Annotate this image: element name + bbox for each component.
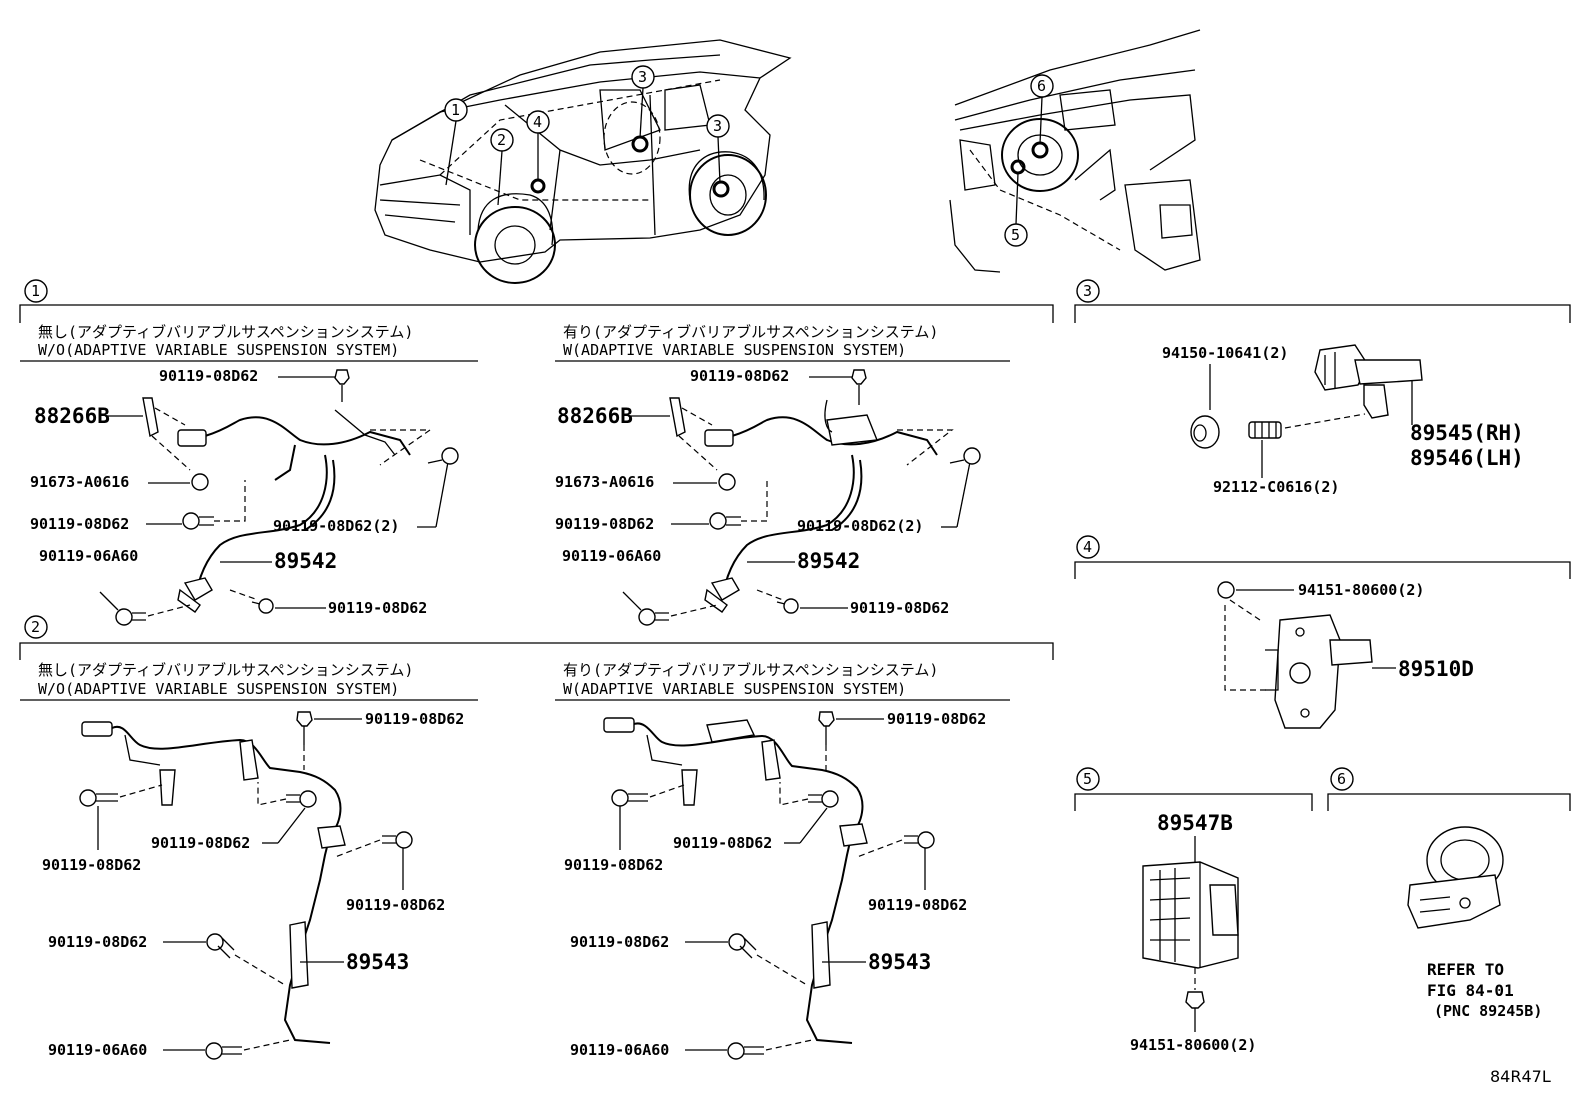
svg-text:5: 5 — [1083, 770, 1092, 788]
s2-right-bolt-right-label: 90119-08D62 — [868, 896, 967, 914]
s2-with-jp: 有り(アダプティブバリアブルサスペンションシステム) — [563, 661, 938, 679]
svg-text:4: 4 — [533, 113, 542, 131]
s1-left-assembly: 90119-08D62 88266B 91673-A0616 90119-08D… — [30, 367, 459, 626]
s1-left-bolt-bottom-label: 90119-08D62 — [328, 599, 427, 617]
section-3-marker — [1076, 279, 1100, 303]
dash-callout-5: 5 — [1004, 159, 1028, 247]
s1-right-bolt-right-label: 90119-08D62(2) — [797, 517, 923, 535]
s2-left-bolt-top-label: 90119-08D62 — [365, 710, 464, 728]
s5-bolt — [1185, 991, 1205, 1009]
s2-left-bolt-bottom-label: 90119-06A60 — [48, 1041, 147, 1059]
s2-without-jp: 無し(アダプティブバリアブルサスペンションシステム) — [38, 661, 413, 679]
s2-right-bolt-left-label: 90119-08D62 — [564, 856, 663, 874]
s3-bolt — [1190, 415, 1220, 449]
s1-with-jp: 有り(アダプティブバリアブルサスペンションシステム) — [563, 323, 938, 341]
s1-left-bolt-right-label: 90119-08D62(2) — [273, 517, 399, 535]
s2-right-assembly: 90119-08D62 90119-08D62 90119-08D62 9011… — [564, 710, 986, 1060]
section-6: 6 REFER TO FIG 84-01 (PNC 89245B) — [1327, 767, 1571, 1020]
s1-left-clip-label: 91673-A0616 — [30, 473, 129, 491]
svg-text:4: 4 — [1083, 538, 1092, 556]
s1-left-bolt-low-label: 90119-06A60 — [39, 547, 138, 565]
svg-text:2: 2 — [497, 131, 506, 149]
s2-with-en: W(ADAPTIVE VARIABLE SUSPENSION SYSTEM) — [563, 680, 906, 698]
s6-refer-line-2: FIG 84-01 — [1427, 981, 1514, 1000]
s4-bolt-label: 94151-80600(2) — [1298, 581, 1424, 599]
s1-without-jp: 無し(アダプティブバリアブルサスペンションシステム) — [38, 323, 413, 341]
section-3: 3 94150-10641(2) 92112-C0616(2) 89545(RH… — [1074, 279, 1571, 496]
s2-left-bolt-lower-label: 90119-08D62 — [48, 933, 147, 951]
svg-text:1: 1 — [31, 282, 40, 300]
s3-sensor-lh-label: 89546(LH) — [1410, 446, 1524, 470]
s2-without-en: W/O(ADAPTIVE VARIABLE SUSPENSION SYSTEM) — [38, 680, 399, 698]
s2-left-bolt-mid-label: 90119-08D62 — [151, 834, 250, 852]
s1-right-bolt-top-label: 90119-08D62 — [690, 367, 789, 385]
s1-with-en: W(ADAPTIVE VARIABLE SUSPENSION SYSTEM) — [563, 341, 906, 359]
s4-sensor-label: 89510D — [1398, 657, 1474, 681]
s1-right-bracket-label: 88266B — [557, 404, 633, 428]
dash-callout-6: 6 — [1030, 74, 1054, 159]
s1-left-bracket-label: 88266B — [34, 404, 110, 428]
s1-right-bolt-bottom-label: 90119-08D62 — [850, 599, 949, 617]
s2-right-bolt-lower-label: 90119-08D62 — [570, 933, 669, 951]
svg-text:3: 3 — [713, 117, 722, 135]
section-4-marker — [1076, 535, 1100, 559]
s2-left-assembly: 90119-08D62 90119-08D62 90119-08D62 9011… — [42, 710, 464, 1060]
s3-sensor-rh-label: 89545(RH) — [1410, 421, 1524, 445]
diagram-code: 84R47L — [1490, 1067, 1551, 1086]
vehicle-callout-1: 1 — [444, 98, 468, 186]
s1-right-clip-label: 91673-A0616 — [555, 473, 654, 491]
section-5: 5 89547B 94151-80600(2) — [1074, 767, 1313, 1054]
section-2-marker — [24, 615, 48, 639]
s1-right-harness-label: 89542 — [797, 549, 860, 573]
section-4: 4 94151-80600(2) 89510D — [1074, 535, 1571, 729]
s2-right-bolt-bottom-label: 90119-06A60 — [570, 1041, 669, 1059]
section-6-marker — [1330, 767, 1354, 791]
s2-left-bolt-right-label: 90119-08D62 — [346, 896, 445, 914]
s4-bolt — [1217, 581, 1235, 599]
s3-bolt-label: 94150-10641(2) — [1162, 344, 1288, 362]
svg-text:2: 2 — [31, 618, 40, 636]
s1-left-bolt-left-label: 90119-08D62 — [30, 515, 129, 533]
svg-text:6: 6 — [1037, 77, 1046, 95]
dashboard-illustration: 6 5 — [949, 29, 1201, 273]
vehicle-callout-3a: 3 — [631, 65, 655, 153]
vehicle-callout-3b: 3 — [706, 114, 730, 198]
s6-refer-line-3: (PNC 89245B) — [1434, 1002, 1542, 1020]
s2-right-bolt-top-label: 90119-08D62 — [887, 710, 986, 728]
svg-text:6: 6 — [1337, 770, 1346, 788]
s1-without-en: W/O(ADAPTIVE VARIABLE SUSPENSION SYSTEM) — [38, 341, 399, 359]
svg-text:3: 3 — [638, 68, 647, 86]
svg-text:5: 5 — [1011, 226, 1020, 244]
s2-left-harness-label: 89543 — [346, 950, 409, 974]
s1-left-bolt-top-label: 90119-08D62 — [159, 367, 258, 385]
s3-collar-label: 92112-C0616(2) — [1213, 478, 1339, 496]
s2-left-bolt-left-label: 90119-08D62 — [42, 856, 141, 874]
section-1: 1 無し(アダプティブバリアブルサスペンションシステム) W/O(ADAPTIV… — [19, 279, 1054, 626]
section-1-marker — [24, 279, 48, 303]
section-5-marker — [1076, 767, 1100, 791]
vehicle-callout-2: 2 — [490, 128, 514, 206]
s2-right-bolt-mid-label: 90119-08D62 — [673, 834, 772, 852]
s5-control-unit — [1142, 861, 1239, 969]
s1-right-assembly: 90119-08D62 88266B 91673-A0616 90119-08D… — [555, 367, 981, 626]
section-2: 2 無し(アダプティブバリアブルサスペンションシステム) W/O(ADAPTIV… — [19, 615, 1054, 1060]
s5-bolt-label: 94151-80600(2) — [1130, 1036, 1256, 1054]
s1-right-bolt-low-label: 90119-06A60 — [562, 547, 661, 565]
s3-collar — [1248, 421, 1282, 439]
s3-height-sensor — [1314, 344, 1423, 419]
s1-left-harness-label: 89542 — [274, 549, 337, 573]
s6-refer-line-1: REFER TO — [1427, 960, 1504, 979]
s4-sensor — [1265, 614, 1373, 729]
svg-text:3: 3 — [1083, 282, 1092, 300]
vehicle-illustration: 1 2 3 3 4 — [374, 39, 792, 284]
svg-text:1: 1 — [451, 101, 460, 119]
s2-right-harness-label: 89543 — [868, 950, 931, 974]
s6-spiral-cable — [1407, 826, 1504, 929]
s1-right-bolt-left-label: 90119-08D62 — [555, 515, 654, 533]
vehicle-callout-4: 4 — [526, 110, 550, 194]
s5-unit-label: 89547B — [1157, 811, 1233, 835]
